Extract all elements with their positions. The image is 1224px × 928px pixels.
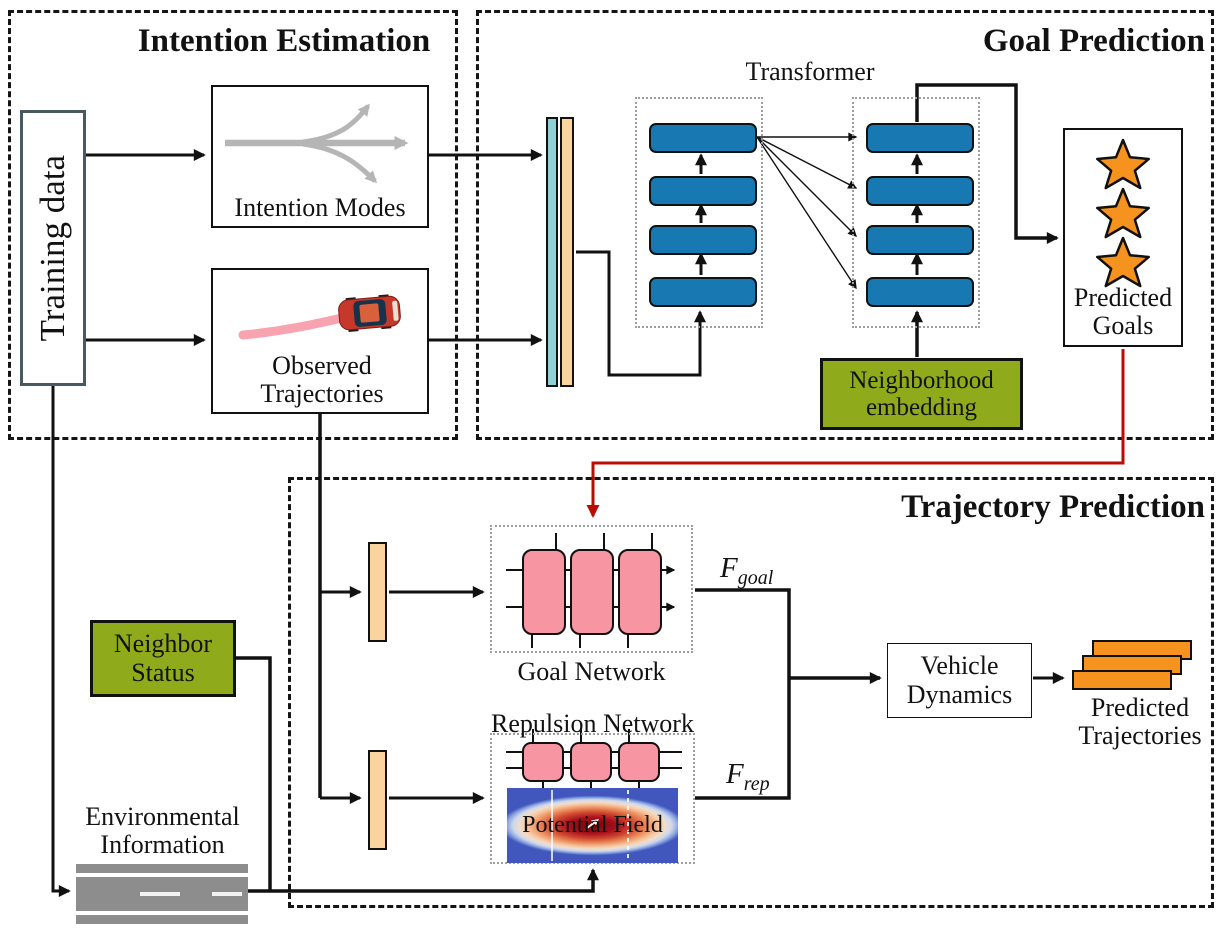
road-edge-top	[76, 864, 248, 873]
road-edge-bottom	[76, 915, 248, 924]
car-icon	[338, 294, 401, 332]
intention-modes-label: Intention Modes	[234, 192, 406, 222]
f-goal-label: Fgoal	[720, 552, 774, 589]
repulsion-network-cell	[618, 742, 660, 782]
observed-trajectory-icon	[238, 294, 401, 340]
arrow-encoder-to-transformer	[576, 250, 706, 377]
goal-network-label: Goal Network	[517, 657, 666, 686]
environmental-information-label: Environmental Information	[85, 802, 240, 860]
encoder-block	[649, 176, 757, 206]
lane-marking	[140, 892, 180, 896]
section-title-goal-prediction: Goal Prediction	[982, 23, 1205, 59]
decoder-block	[866, 176, 974, 206]
attention-arrow-4	[756, 136, 857, 290]
star-icon	[1096, 187, 1150, 239]
observed-trajectories-label: Observed Trajectories	[260, 350, 384, 408]
heatmap-marker-icon	[586, 819, 599, 829]
repulsion-network-cell	[522, 742, 564, 782]
f-rep-label: Frep	[726, 758, 770, 795]
road-image	[76, 864, 248, 924]
transformer-decoder-stack	[852, 97, 980, 328]
neighborhood-embedding-label: Neighborhood embedding	[849, 367, 994, 421]
trajectory-encoder-bar-1	[368, 542, 387, 642]
predicted-trajectory-bar	[1072, 670, 1172, 690]
encoder-bar-peach	[560, 117, 574, 387]
arrow-environment-to-potential-field	[248, 868, 599, 893]
goal-prediction-frame	[476, 10, 1214, 440]
vehicle-dynamics-box: Vehicle Dynamics	[887, 643, 1032, 718]
section-title-intention-estimation: Intention Estimation	[137, 23, 431, 59]
neighbor-status-label: Neighbor Status	[113, 629, 213, 687]
goal-net-ticks	[531, 533, 653, 648]
encoder-bar-cyan	[546, 117, 558, 387]
encoder-block	[649, 123, 757, 153]
line-neighbor-status-join	[236, 656, 272, 891]
trajectory-prediction-frame	[288, 477, 1214, 908]
observed-trajectories-box: Observed Trajectories	[211, 268, 429, 414]
encoder-block	[649, 225, 757, 255]
predicted-goals-box: Predicted Goals	[1063, 128, 1183, 347]
repulsion-network-label: Repulsion Network	[491, 709, 694, 738]
goal-network-cell	[618, 549, 662, 635]
star-icon	[1096, 236, 1150, 288]
line-force-merge	[695, 588, 791, 800]
potential-field-heatmap: Potential Field	[507, 788, 678, 863]
lane-marking	[212, 892, 242, 896]
section-title-trajectory-prediction: Trajectory Prediction	[901, 489, 1205, 525]
goal-stars	[1096, 138, 1150, 288]
road-surface	[76, 877, 248, 911]
goal-network-cell	[522, 549, 566, 635]
predicted-goals-label: Predicted Goals	[1073, 282, 1173, 340]
heatmap-gridline	[551, 790, 553, 861]
transformer-label: Transformer	[745, 57, 875, 86]
training-data-label: Training data	[33, 154, 72, 342]
neighbor-status-box: Neighbor Status	[90, 620, 236, 697]
decoder-block	[866, 277, 974, 307]
star-icon	[1096, 138, 1150, 190]
decoder-block	[866, 123, 974, 153]
predicted-trajectories-label: Predicted Trajectories	[1078, 693, 1202, 751]
goal-network-box	[490, 525, 693, 653]
repulsion-network-box	[490, 733, 695, 864]
repulsion-network-cell	[570, 742, 612, 782]
attention-arrow-3	[756, 136, 857, 237]
transformer-encoder-stack	[635, 97, 763, 328]
intention-modes-box: Intention Modes	[211, 85, 429, 228]
heatmap-gridline-dashed	[627, 790, 629, 861]
arrow-goals-to-goal-network	[586, 349, 1125, 518]
intention-modes-icon	[225, 103, 409, 184]
repulsion-net-ticks	[532, 729, 640, 791]
training-data-box: Training data	[20, 110, 86, 386]
arrow-training-to-road	[51, 386, 71, 897]
attention-arrow-2	[756, 136, 858, 189]
vehicle-dynamics-label: Vehicle Dynamics	[906, 651, 1013, 709]
encoder-block	[649, 277, 757, 307]
trajectory-encoder-bar-2	[368, 750, 387, 850]
decoder-block	[866, 225, 974, 255]
intention-estimation-frame	[8, 10, 458, 440]
neighborhood-embedding-box: Neighborhood embedding	[820, 358, 1023, 430]
goal-network-cell	[570, 549, 614, 635]
potential-field-label: Potential Field	[522, 811, 663, 838]
